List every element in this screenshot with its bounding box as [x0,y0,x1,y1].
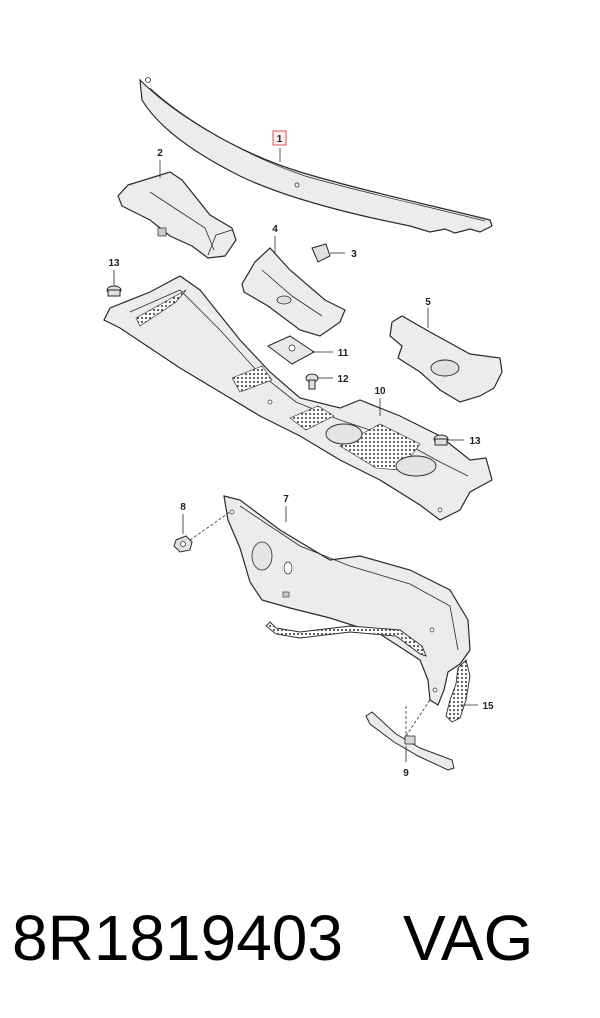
part-9-cable-tie [365,711,455,771]
callout-7: 7 [283,494,289,505]
callout-1: 1 [272,130,287,146]
part-number-text: 8R1819403 [12,902,343,974]
callout-9: 9 [403,768,409,779]
brand-text: VAG [402,902,534,974]
part-number-footer: 8R1819403 VAG [12,888,592,988]
callout-15: 15 [482,701,494,712]
callout-8: 8 [180,502,186,513]
part-8-nut [173,535,193,553]
part-13-grommet-right [433,434,449,446]
part-5-right-bracket [389,315,503,403]
svg-text:1: 1 [277,134,283,145]
part-15-edge-seal [445,659,471,723]
part-7-side-panel [223,495,471,706]
callout-12: 12 [337,374,349,385]
exploded-parts-diagram: 1 2 3 4 5 13 11 12 10 13 7 8 15 9 [103,77,503,779]
leader-lines [113,148,478,762]
part-3-clip [311,243,331,263]
callout-13-right: 13 [469,436,481,447]
seal-strip-lower [265,621,427,657]
part-12-push-clip [305,373,319,390]
part-4-bracket-plate [241,247,346,337]
callout-2: 2 [157,148,163,159]
callout-10: 10 [374,386,386,397]
part-13-grommet-left [106,285,122,297]
callout-13-left: 13 [108,258,120,269]
callout-5: 5 [425,297,431,308]
part-11-cover-plate [267,335,315,365]
callout-11: 11 [338,348,349,359]
part-2-air-duct [117,171,237,259]
callout-3: 3 [351,249,357,260]
part-10-cowl-panel [103,275,493,521]
part-1-seal-strip [139,77,493,234]
callout-4: 4 [272,224,278,235]
